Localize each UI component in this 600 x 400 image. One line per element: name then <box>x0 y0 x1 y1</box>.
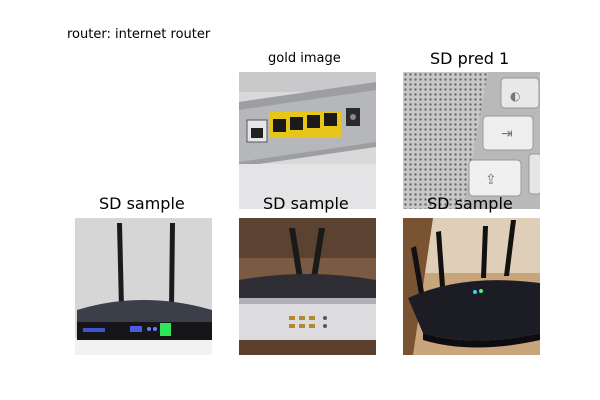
panel-label-sd-pred-1: SD pred 1 <box>430 49 510 68</box>
svg-text:⇪: ⇪ <box>485 172 497 188</box>
router-silver-image <box>239 218 376 355</box>
sd-pred-1-tile: ◐ ⇥ ⇪ <box>403 72 540 209</box>
router-dark-image <box>403 218 540 355</box>
panel-label-sd-sample-1: SD sample <box>99 194 185 213</box>
figure-title: router: internet router <box>67 27 211 42</box>
panel-label-gold-image: gold image <box>268 51 341 66</box>
svg-text:◐: ◐ <box>510 89 520 103</box>
sd-sample-2-tile <box>239 218 376 355</box>
svg-text:⇥: ⇥ <box>501 126 513 142</box>
router-black-image <box>75 218 212 355</box>
gold-image-tile <box>239 72 376 209</box>
keyboard-closeup-image: ◐ ⇥ ⇪ <box>403 72 540 209</box>
panel-label-sd-sample-2: SD sample <box>263 194 349 213</box>
ethernet-ports-image <box>239 72 376 209</box>
panel-label-sd-sample-3: SD sample <box>427 194 513 213</box>
sd-sample-1-tile <box>75 218 212 355</box>
sd-sample-3-tile <box>403 218 540 355</box>
